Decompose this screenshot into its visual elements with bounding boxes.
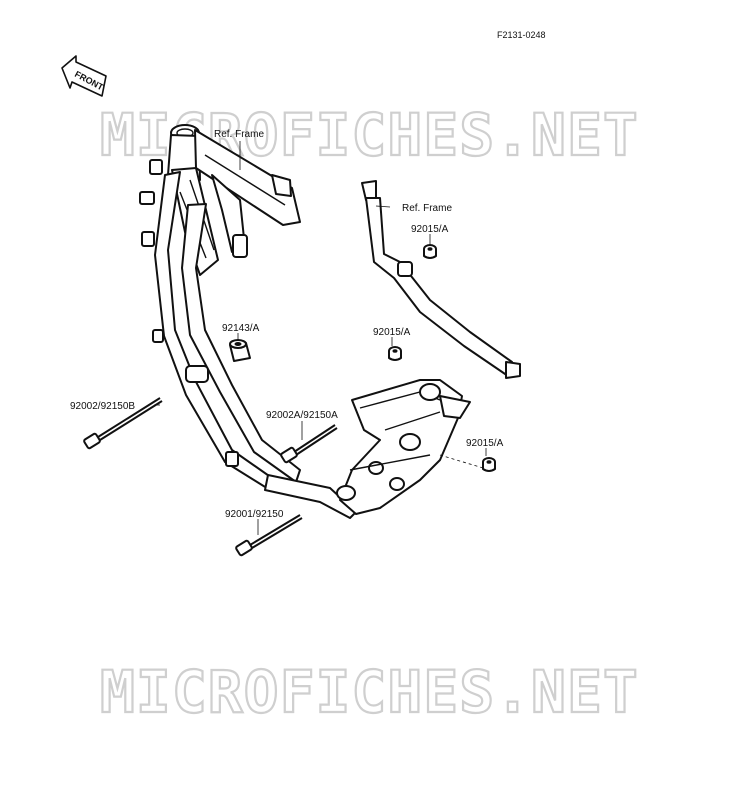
watermark-bottom: MICROFICHES.NET bbox=[100, 658, 639, 726]
drawing-code: F2131-0248 bbox=[497, 30, 546, 40]
callout-bolt-short: 92001/92150 bbox=[225, 509, 284, 520]
nut-upper bbox=[423, 244, 437, 259]
main-frame bbox=[139, 124, 357, 519]
callout-bolt-mid: 92002A/92150A bbox=[266, 410, 338, 421]
engine-mount-bracket bbox=[336, 379, 471, 515]
callout-bushing: 92143/A bbox=[222, 323, 260, 334]
callout-ref-frame-rear: Ref. Frame bbox=[402, 203, 452, 214]
nut-middle bbox=[388, 346, 402, 361]
callout-nut-upper: 92015/A bbox=[411, 224, 449, 235]
bushing bbox=[229, 339, 251, 362]
leader-lines bbox=[154, 141, 487, 535]
callout-nut-middle: 92015/A bbox=[373, 327, 411, 338]
callout-ref-frame-main: Ref. Frame bbox=[214, 129, 264, 140]
callout-nut-right: 92015/A bbox=[466, 438, 504, 449]
callout-bolt-long: 92002/92150B bbox=[70, 401, 135, 412]
rear-frame bbox=[361, 180, 521, 379]
bolt-mid bbox=[280, 424, 338, 464]
bolt-long bbox=[83, 397, 163, 450]
front-arrow-icon: FRONT bbox=[61, 55, 107, 97]
bolt-short bbox=[235, 514, 303, 557]
nut-right bbox=[482, 457, 496, 472]
